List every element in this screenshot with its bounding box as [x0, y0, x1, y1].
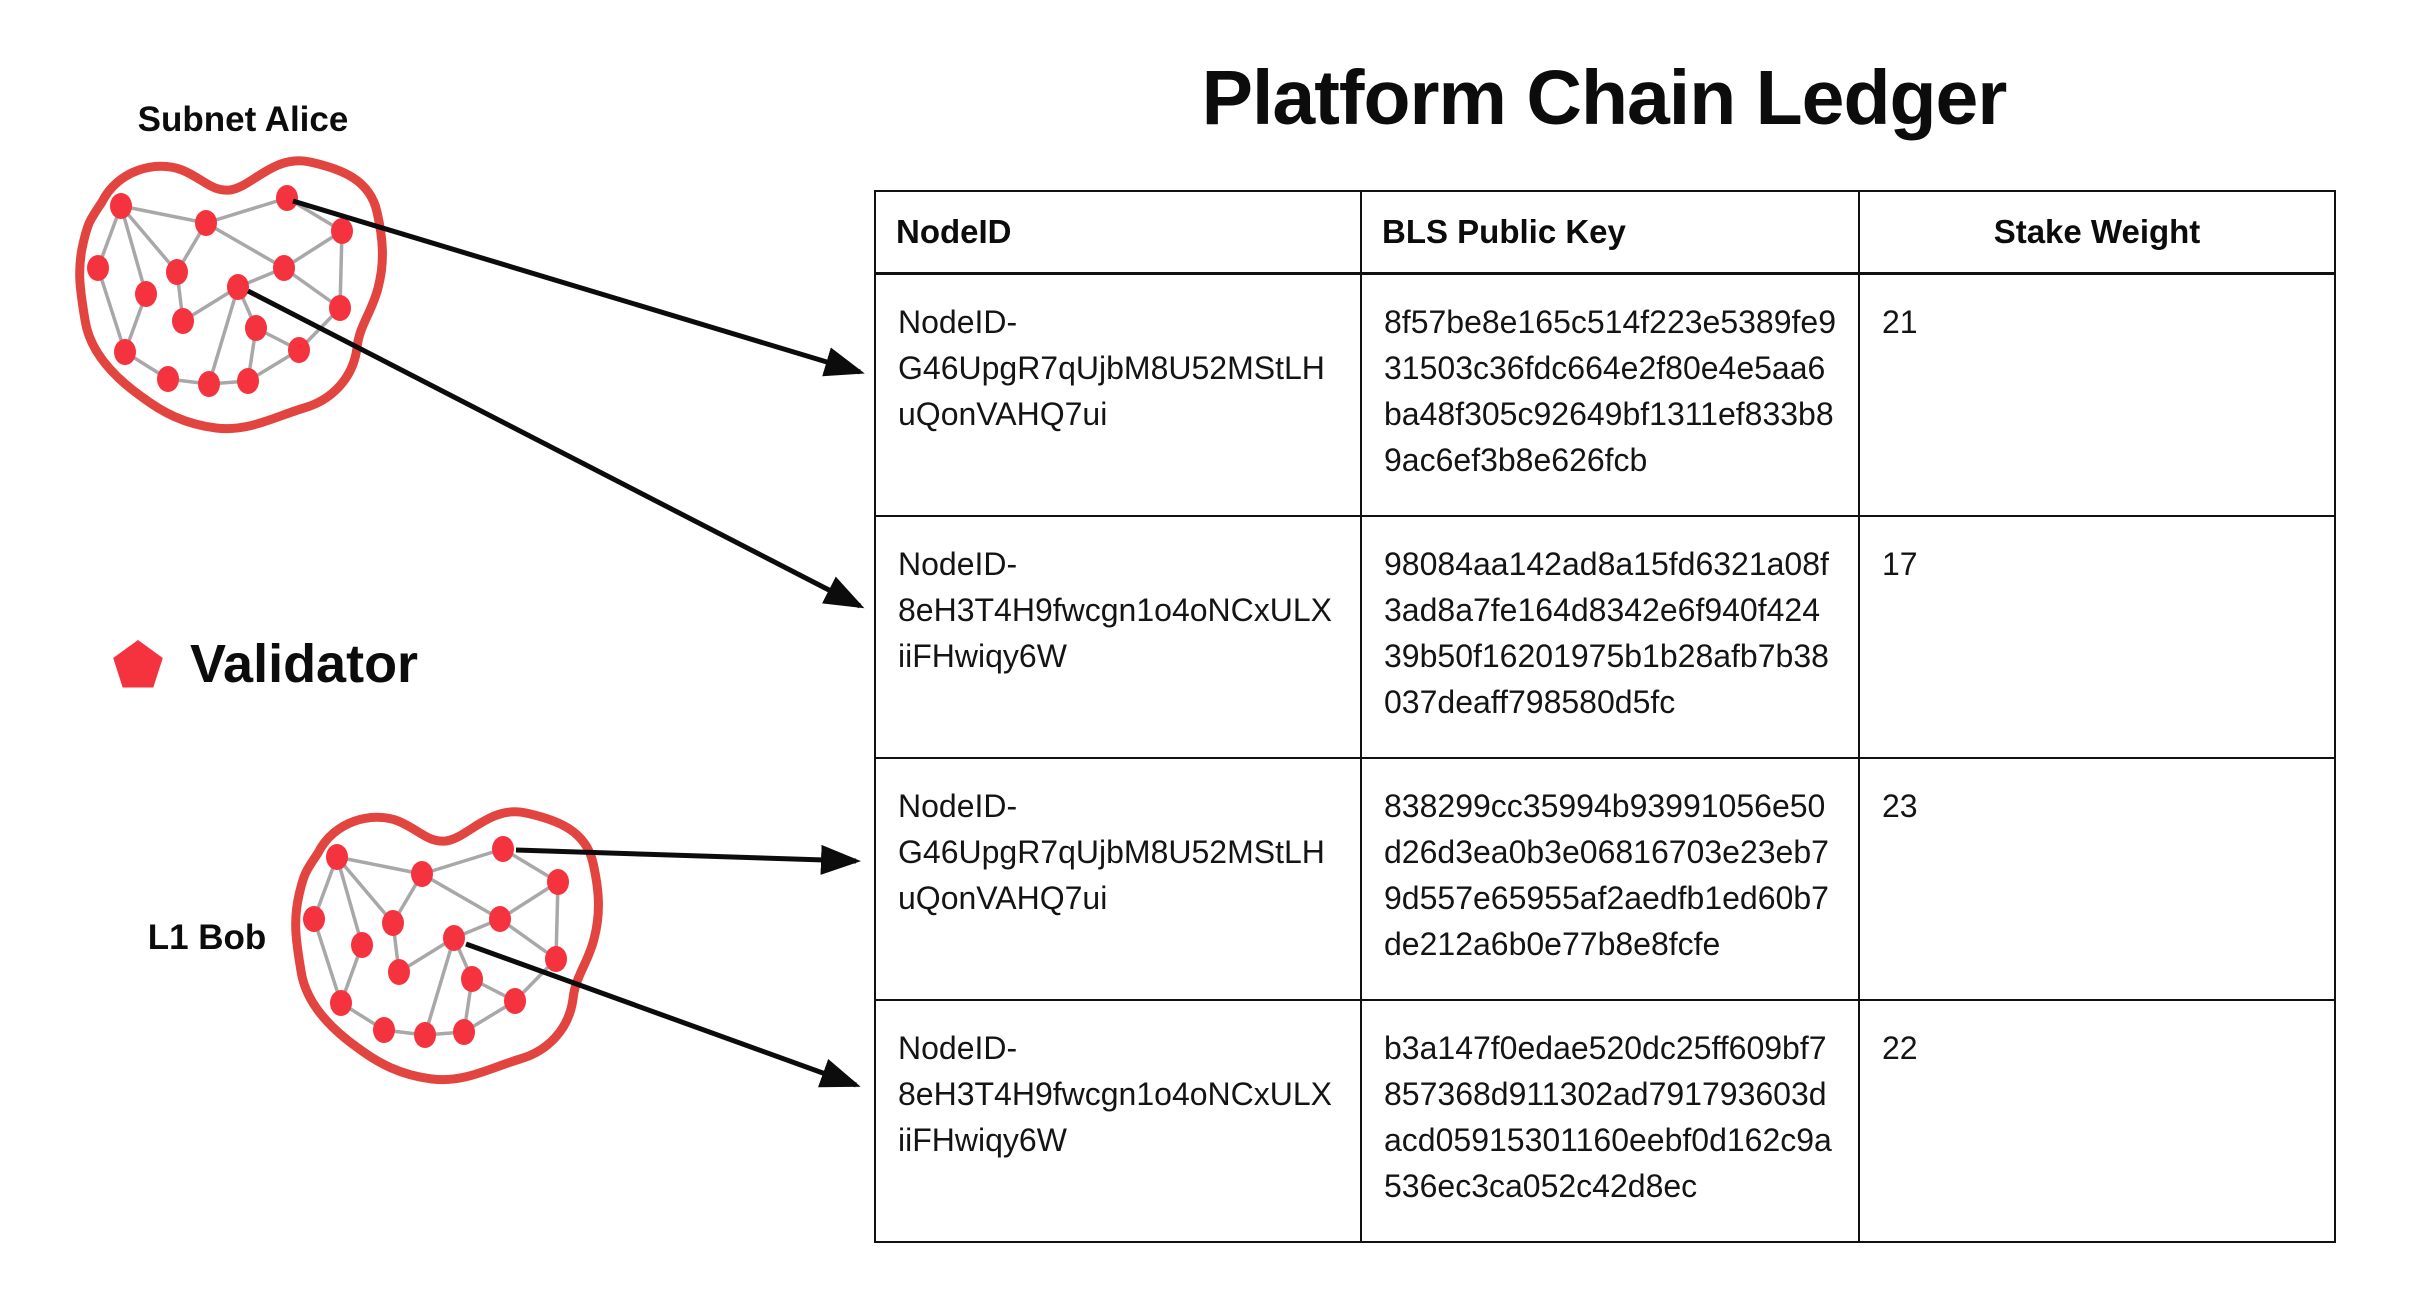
- validator-node-icon: [237, 368, 259, 394]
- node-to-ledger-arrow: [292, 198, 865, 377]
- validator-node-icon: [411, 861, 433, 887]
- validator-node-icon: [198, 371, 220, 397]
- peer-connection-edge: [423, 937, 456, 1036]
- validator-node-icon: [545, 946, 567, 972]
- validator-node-icon: [303, 906, 325, 932]
- node-to-ledger-arrow: [246, 288, 865, 609]
- stake-weight-cell: 22: [1858, 999, 2336, 1243]
- table-row: NodeID-8eH3T4H9fwcgn1o4oNCxULXiiFHwiqy6W…: [874, 999, 2336, 1243]
- validator-legend-label: Validator: [190, 634, 419, 694]
- peer-connection-edge: [336, 855, 423, 876]
- column-header-nodeid: NodeID: [874, 190, 1362, 275]
- subnet-alice-network: [75, 156, 387, 434]
- peer-connection-edge: [96, 267, 127, 353]
- validator-node-icon: [157, 366, 179, 392]
- validator-node-icon: [382, 910, 404, 936]
- bls-public-key-cell: b3a147f0edae520dc25ff609bf7857368d911302…: [1360, 999, 1860, 1243]
- node-id-cell: NodeID-8eH3T4H9fwcgn1o4oNCxULXiiFHwiqy6W: [874, 515, 1362, 759]
- node-id-cell: NodeID-G46UpgR7qUjbM8U52MStLHuQonVAHQ7ui: [874, 272, 1362, 517]
- validator-node-icon: [547, 869, 569, 895]
- validator-node-icon: [166, 259, 188, 285]
- validator-node-icon: [273, 255, 295, 281]
- stake-weight-cell: 23: [1858, 757, 2336, 1001]
- validator-node-icon: [114, 339, 136, 365]
- validator-node-icon: [373, 1017, 395, 1043]
- peer-connection-edge: [119, 204, 179, 274]
- validator-legend: Validator: [112, 632, 418, 696]
- l1-bob-label: L1 Bob: [147, 918, 267, 957]
- peer-connection-edge: [119, 205, 148, 295]
- peer-connection-edge: [421, 847, 504, 876]
- mapping-arrows: [246, 198, 865, 1088]
- peer-connection-edge: [120, 204, 207, 225]
- validator-node-icon: [489, 906, 511, 932]
- pentagon-icon: [113, 640, 163, 688]
- validator-node-icon: [110, 193, 132, 219]
- validator-node-icon: [326, 844, 348, 870]
- platform-chain-ledger-table: NodeID BLS Public Key Stake Weight NodeI…: [874, 190, 2336, 1243]
- subnet-alice-label: Subnet Alice: [137, 100, 349, 139]
- validator-node-icon: [288, 337, 310, 363]
- peer-connection-edge: [207, 286, 240, 385]
- validator-node-icon: [331, 218, 353, 244]
- validator-node-icon: [351, 932, 373, 958]
- bls-public-key-cell: 98084aa142ad8a15fd6321a08f3ad8a7fe164d83…: [1360, 515, 1860, 759]
- validator-node-icon: [172, 308, 194, 334]
- table-row: NodeID-G46UpgR7qUjbM8U52MStLHuQonVAHQ7ui…: [874, 272, 2336, 517]
- bls-public-key-cell: 8f57be8e165c514f223e5389fe931503c36fdc66…: [1360, 272, 1860, 517]
- peer-connection-edge: [205, 221, 285, 270]
- subnet-boundary-blob: [291, 807, 603, 1085]
- validator-node-icon: [414, 1022, 436, 1048]
- validator-node-icon: [276, 185, 298, 211]
- validator-node-icon: [461, 966, 483, 992]
- peer-connection-edge: [205, 196, 288, 225]
- peer-connection-edge: [312, 918, 343, 1004]
- l1-bob-network: [291, 807, 603, 1085]
- node-id-cell: NodeID-G46UpgR7qUjbM8U52MStLHuQonVAHQ7ui: [874, 757, 1362, 1001]
- node-id-cell: NodeID-8eH3T4H9fwcgn1o4oNCxULXiiFHwiqy6W: [874, 999, 1362, 1243]
- validator-node-icon: [87, 255, 109, 281]
- validator-node-icon: [245, 315, 267, 341]
- node-to-ledger-arrow: [515, 844, 861, 875]
- validator-node-icon: [443, 925, 465, 951]
- peer-connection-edge: [335, 855, 395, 925]
- stake-weight-cell: 17: [1858, 515, 2336, 759]
- validator-node-icon: [227, 274, 249, 300]
- validator-node-icon: [388, 959, 410, 985]
- validator-node-icon: [195, 210, 217, 236]
- header-row: NodeID BLS Public Key Stake Weight: [874, 190, 2336, 275]
- page-title: Platform Chain Ledger: [1201, 55, 2008, 141]
- validator-node-icon: [453, 1019, 475, 1045]
- node-to-ledger-arrow: [465, 941, 861, 1088]
- bls-public-key-cell: 838299cc35994b93991056e50d26d3ea0b3e0681…: [1360, 757, 1860, 1001]
- table-row: NodeID-8eH3T4H9fwcgn1o4oNCxULXiiFHwiqy6W…: [874, 515, 2336, 759]
- column-header-bls-public-key: BLS Public Key: [1360, 190, 1860, 275]
- validator-node-icon: [492, 836, 514, 862]
- validator-node-icon: [330, 990, 352, 1016]
- validator-node-icon: [329, 295, 351, 321]
- stake-weight-cell: 21: [1858, 272, 2336, 517]
- peer-connection-edge: [421, 872, 501, 921]
- table-row: NodeID-G46UpgR7qUjbM8U52MStLHuQonVAHQ7ui…: [874, 757, 2336, 1001]
- validator-node-icon: [135, 281, 157, 307]
- peer-connection-edge: [335, 856, 364, 946]
- column-header-stake-weight: Stake Weight: [1858, 190, 2336, 275]
- validator-node-icon: [504, 988, 526, 1014]
